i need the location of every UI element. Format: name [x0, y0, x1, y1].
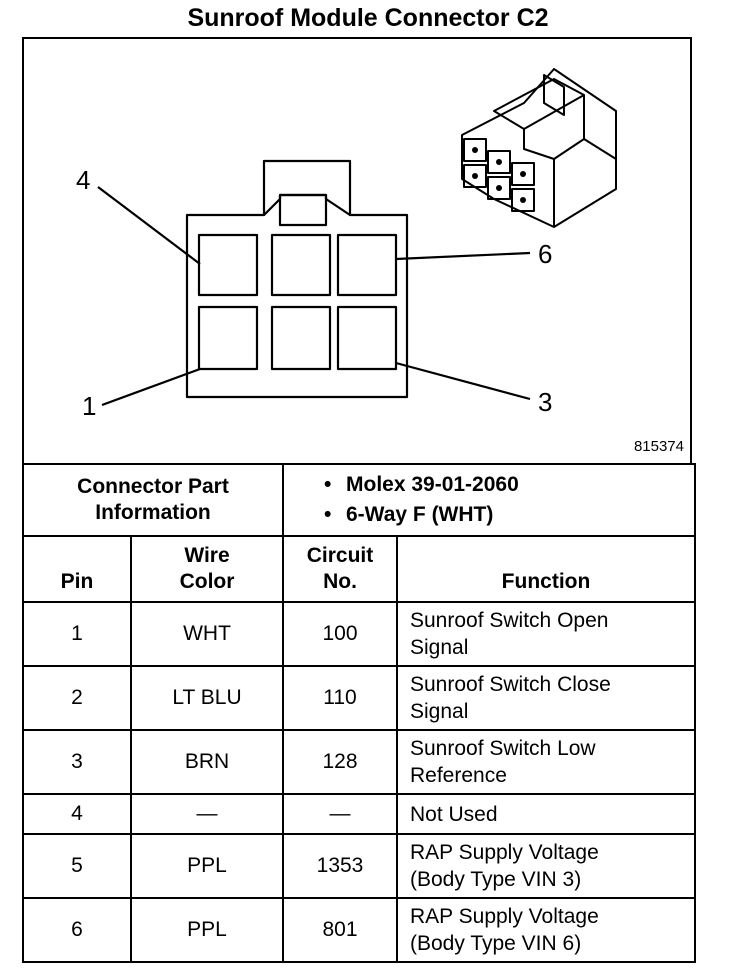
figure-number: 815374: [633, 438, 684, 455]
table-row: 6 PPL 801 RAP Supply Voltage(Body Type V…: [22, 897, 696, 963]
cell-wire-color: —: [130, 793, 284, 835]
cavity-3: [336, 305, 398, 371]
cell-function: Not Used: [396, 793, 696, 835]
info-item: •6-Way F (WHT): [324, 503, 494, 526]
cell-pin: 2: [22, 665, 132, 731]
connector-info-items: •Molex 39-01-2060 •6-Way F (WHT): [282, 463, 696, 537]
cell-circuit: 801: [282, 897, 398, 963]
info-item: •Molex 39-01-2060: [324, 473, 519, 496]
connector-info-label: Connector Part Information: [22, 463, 284, 537]
cell-wire-color: BRN: [130, 729, 284, 795]
cell-circuit: —: [282, 793, 398, 835]
pin-callout-6: 6: [538, 239, 553, 269]
table-header-row: Pin Wire Color Circuit No. Function: [22, 535, 696, 603]
leader-line-6: [395, 251, 531, 261]
connector-diagram: 4 6 1 3 815374: [22, 37, 692, 463]
cavity-2: [270, 305, 332, 371]
header-wire-color: Wire Color: [130, 535, 284, 603]
leader-line-1: [101, 367, 201, 407]
header-function: Function: [396, 535, 696, 603]
connector-info-row: Connector Part Information •Molex 39-01-…: [22, 463, 696, 537]
cell-circuit: 110: [282, 665, 398, 731]
header-circuit-no: Circuit No.: [282, 535, 398, 603]
cell-circuit: 1353: [282, 833, 398, 899]
cavity-4: [197, 233, 259, 297]
table-row: 5 PPL 1353 RAP Supply Voltage(Body Type …: [22, 833, 696, 899]
pin-callout-1: 1: [82, 391, 97, 421]
cell-pin: 5: [22, 833, 132, 899]
cell-wire-color: PPL: [130, 897, 284, 963]
cell-pin: 4: [22, 793, 132, 835]
cell-wire-color: PPL: [130, 833, 284, 899]
cell-pin: 3: [22, 729, 132, 795]
cavity-1: [197, 305, 259, 371]
leader-line-3: [395, 361, 531, 401]
cell-circuit: 128: [282, 729, 398, 795]
cell-pin: 1: [22, 601, 132, 667]
cavity-6: [336, 233, 398, 297]
page-title: Sunroof Module Connector C2: [187, 4, 549, 32]
header-pin: Pin: [22, 535, 132, 603]
pinout-table: Connector Part Information •Molex 39-01-…: [22, 463, 696, 963]
cell-wire-color: LT BLU: [130, 665, 284, 731]
cell-circuit: 100: [282, 601, 398, 667]
table-row: 4 — — Not Used: [22, 793, 696, 835]
leader-line-4: [97, 186, 201, 265]
cell-function: RAP Supply Voltage(Body Type VIN 6): [396, 897, 696, 963]
cell-wire-color: WHT: [130, 601, 284, 667]
cavity-5: [270, 233, 332, 297]
connector-drawing: [97, 68, 617, 407]
pin-callout-4: 4: [76, 165, 91, 195]
connector-face-outline: [185, 159, 409, 399]
connector-3d-sketch: [461, 68, 617, 228]
pin-callout-3: 3: [538, 387, 553, 417]
connector-latch: [263, 193, 351, 216]
cell-function: RAP Supply Voltage(Body Type VIN 3): [396, 833, 696, 899]
cell-pin: 6: [22, 897, 132, 963]
